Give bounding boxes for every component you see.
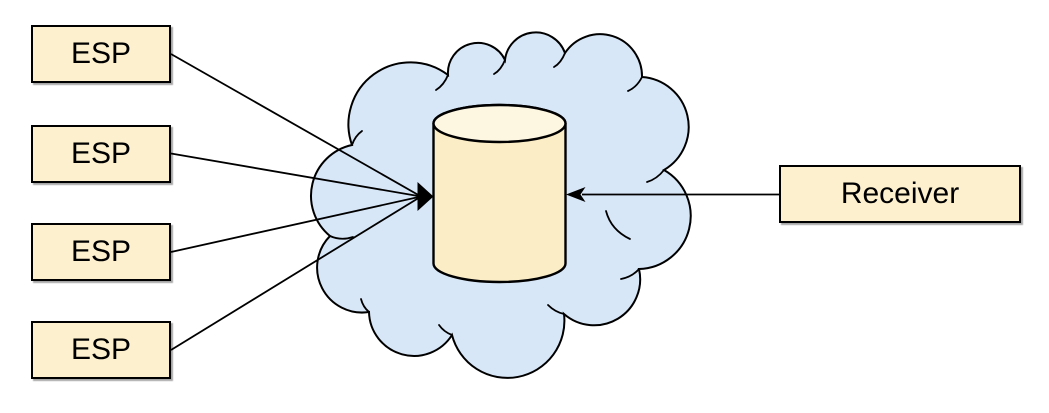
esp-2-connector: [170, 152, 422, 198]
esp-node-1-label: ESP: [70, 37, 132, 70]
esp-node-2: ESP: [31, 125, 171, 183]
esp-arrowhead: [417, 182, 434, 211]
database-cylinder-top: [432, 103, 567, 144]
esp-node-3-label: ESP: [70, 235, 132, 268]
cloud-scallop-stubs: [329, 52, 665, 336]
esp-node-2-label: ESP: [70, 137, 132, 170]
esp-node-4-label: ESP: [70, 333, 132, 366]
esp-4-connector: [170, 195, 422, 351]
receiver-arrowhead: [566, 187, 586, 202]
esp-node-4: ESP: [31, 321, 171, 379]
esp-1-connector: [170, 53, 422, 198]
esp-connectors: [170, 53, 422, 351]
esp-node-3: ESP: [31, 223, 171, 281]
receiver-node-label: Receiver: [840, 177, 960, 210]
receiver-node: Receiver: [779, 165, 1021, 223]
esp-node-1: ESP: [31, 25, 171, 83]
esp-3-connector: [170, 195, 422, 253]
